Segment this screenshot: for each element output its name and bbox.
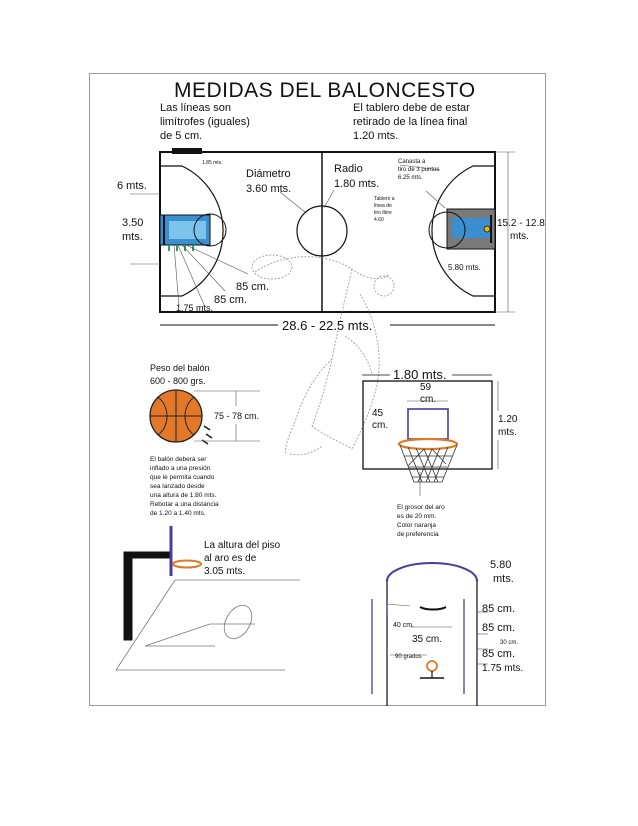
note-lines-2: limítrofes (iguales) [160,116,250,128]
key-hoop [426,660,438,672]
ball-desc-7: de 1.20 a 1.40 mts. [150,510,206,517]
diagram-canvas: MEDIDAS DEL BALONCESTO Las líneas son li… [115,79,545,706]
note-lines-1: Las líneas son [160,102,231,114]
stand-arm [123,551,171,559]
ball-desc-6: Rebotar a una distancia [150,501,219,508]
ball-weight-1: Peso del balón [150,363,210,373]
three-fifty-1: 3.50 [122,217,143,229]
m175: 1.75 mts. [176,303,213,313]
note-board-2: retirado de la línea final [353,116,467,128]
hoop-height-1: La altura del piso [204,540,281,551]
rim-note-4: de preferencia [397,531,439,538]
target-height-1: 45 [372,408,384,419]
target-width-2: cm. [420,394,436,405]
ball-desc-4: sea lanzado desde [150,483,205,490]
stand-ft-circle [223,604,253,640]
three-point-arc-right [431,165,495,297]
court-width-1: 15.2 - 12.8 [497,218,545,229]
note-lines-3: de 5 cm. [160,130,202,142]
ft-line-arc [419,606,447,611]
key-m40: 40 cm. [393,622,414,629]
center-circle [296,205,348,257]
rim-note-3: Color naranja [397,522,436,529]
court-length: 28.6 - 22.5 mts. [282,318,372,333]
diameter-label: Diámetro [246,168,291,180]
diameter-value: 3.60 mts. [246,183,291,195]
key-m85-b: 85 cm. [482,622,515,634]
radius-label: Radio [334,163,363,175]
key-m35: 35 cm. [412,634,442,645]
m85-b: 85 cm. [214,294,247,306]
ft-1: Tablero a [374,196,395,202]
backboard-height-1: 1.20 [498,414,518,425]
three-fifty-2: mts. [122,231,143,243]
key-deg: 90 grados [395,654,422,660]
key-left-inner [169,221,206,239]
six-meters: 6 mts. [117,180,147,192]
ball-desc-5: una altura de 1.80 mts. [150,492,217,499]
ft-circle-left [193,213,227,247]
diagram-frame: MEDIDAS DEL BALONCESTO Las líneas son li… [89,73,546,706]
basketball-icon [149,389,213,445]
ball-desc-1: El balón deberá ser [150,456,207,463]
key-m85-c: 85 cm. [482,648,515,660]
key-m175: 1.75 mts. [482,663,523,674]
athlete-sketch [251,254,395,456]
target-height-2: cm. [372,420,388,431]
backboard-width: 1.80 mts. [393,367,446,382]
net [399,444,458,483]
three-point-arc-left [160,165,224,297]
ft-4: 4.60 [374,217,384,223]
hoop-height-3: 3.05 mts. [204,566,245,577]
backboard [362,374,499,496]
hoop-height-2: al aro es de [204,553,257,564]
ball-desc-3: que le permita cuando [150,474,215,481]
stand-rim [172,559,202,569]
key-m30: 30 cm. [500,640,518,646]
three-point-1: Canasta a [398,159,426,165]
three-point-3: 6.25 mts. [398,175,423,181]
page-title: MEDIDAS DEL BALONCESTO [174,79,476,102]
key-width-1: 5.80 [490,559,511,571]
lane-marks-left [168,245,194,251]
note-board-3: 1.20 mts. [353,130,398,142]
key-detail [371,562,488,706]
ft-2: línea de [374,203,392,209]
court-width-2: mts. [510,231,529,242]
key-arc [386,562,478,582]
rim-note-1: El grosor del aro [397,504,445,511]
hoop-right [483,225,491,233]
key-width: 5.80 mts. [448,263,481,272]
backboard-height-2: mts. [498,427,517,438]
backboard-target [407,408,449,440]
small-top-label: 1.85 mts. [202,160,223,166]
ft-3: tiro libre [374,210,392,216]
radius-value: 1.80 mts. [334,178,379,190]
rim-note-2: es de 20 mm. [397,513,437,520]
court [130,151,515,326]
target-width-1: 59 [420,382,432,393]
m85-a: 85 cm. [236,281,269,293]
stand-pole [123,551,133,641]
three-point-2: tiro de 3 puntos [398,167,439,173]
rim [397,437,459,451]
key-width-2: mts. [493,573,514,585]
ball-circumference: 75 - 78 cm. [214,411,259,421]
ft-circle-right [428,211,466,249]
backboard-outline [362,380,493,470]
hoop-stand [115,526,300,671]
ball-desc-2: inflado a una presión [150,465,211,472]
note-board-1: El tablero debe de estar [353,102,470,114]
key-right-inner [452,218,490,238]
key-m85-a: 85 cm. [482,603,515,615]
ball-weight-2: 600 - 800 grs. [150,376,206,386]
